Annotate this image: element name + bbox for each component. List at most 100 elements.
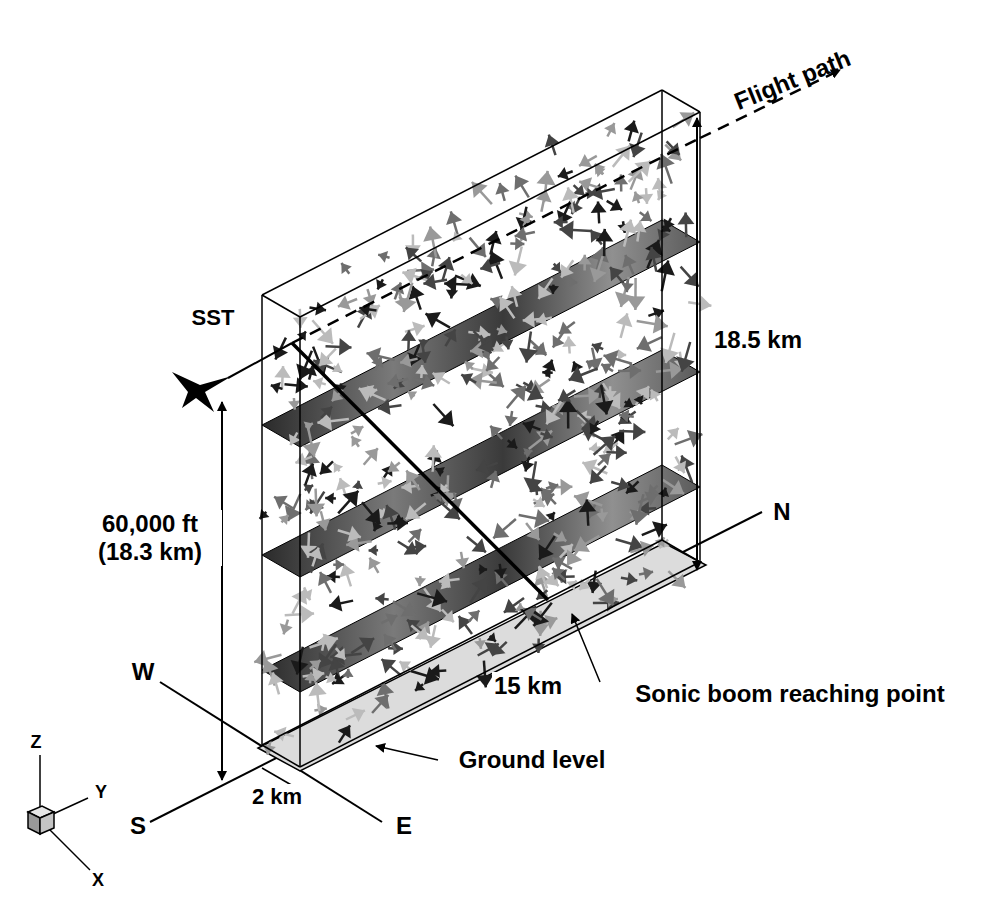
wind-arrow-head <box>339 338 352 355</box>
wind-arrow-shaft <box>382 659 402 675</box>
wind-arrow-head <box>461 273 472 284</box>
wind-arrow-head <box>408 391 417 400</box>
wind-arrow-head <box>343 491 359 507</box>
wind-arrow-shaft <box>594 436 616 455</box>
wind-arrow-head <box>479 564 487 575</box>
wind-arrow-shaft <box>526 523 539 540</box>
wind-arrow-head <box>321 407 333 419</box>
wind-arrow-head <box>300 589 312 600</box>
wind-slab <box>262 220 700 447</box>
wind-arrow-head <box>412 322 425 337</box>
wind-arrow-head <box>509 261 527 276</box>
wind-arrow-head <box>274 366 291 378</box>
wind-arrow-shaft <box>507 386 526 408</box>
wind-arrow-head <box>461 373 473 385</box>
wind-slab <box>262 350 700 577</box>
wind-arrow-head <box>523 311 535 328</box>
wind-arrow-head <box>616 445 627 460</box>
wind-arrow-shaft <box>351 638 374 653</box>
wind-arrow-head <box>652 178 667 190</box>
wind-arrow-head <box>658 488 669 497</box>
wind-arrow-head <box>527 384 543 401</box>
wind-arrow-head <box>488 372 503 387</box>
wind-arrow-head <box>416 351 431 363</box>
wind-arrow-head <box>541 488 555 502</box>
wind-arrow-head <box>415 365 428 374</box>
wind-arrow-head <box>622 255 636 268</box>
wind-arrow-head <box>398 297 416 312</box>
wind-arrow-head <box>400 353 412 367</box>
wind-arrow-head <box>446 211 462 225</box>
wind-arrow-head <box>510 386 525 402</box>
wind-arrow-head <box>629 143 646 157</box>
wind-arrow-shaft <box>490 426 502 439</box>
wind-arrow-head <box>569 366 585 384</box>
wind-arrow-shaft <box>411 626 428 640</box>
wind-arrow-head <box>553 335 565 348</box>
wind-arrow-head <box>320 462 332 474</box>
wind-arrow-shaft <box>515 176 528 198</box>
wind-arrow-shaft <box>470 578 487 603</box>
wind-arrow-head <box>596 167 606 177</box>
wind-arrow-head <box>634 395 644 404</box>
wind-arrow-head <box>304 422 313 432</box>
wind-arrow-head <box>444 329 457 342</box>
wind-arrow-head <box>352 481 363 489</box>
wind-arrow-head <box>558 167 569 180</box>
wind-arrow-head <box>506 438 517 448</box>
wind-arrow-head <box>309 660 320 671</box>
wind-arrow-head <box>579 500 597 513</box>
wind-arrow-head <box>406 471 420 485</box>
wind-arrow-head <box>385 613 397 626</box>
wind-arrow-shaft <box>541 488 556 504</box>
wind-arrow-head <box>596 229 614 242</box>
wind-arrow-head <box>660 347 679 363</box>
wind-arrow-shaft <box>598 454 610 466</box>
wind-arrow-head <box>378 251 388 263</box>
wind-arrow-head <box>621 283 634 292</box>
wind-arrow-head <box>301 605 315 624</box>
wind-arrow-head <box>415 681 425 691</box>
dimension-label: 15 km <box>492 672 564 700</box>
wind-arrow-head <box>579 154 592 167</box>
wind-arrow-head <box>304 672 316 681</box>
wind-arrow-head <box>673 461 686 474</box>
wind-arrow-head <box>590 247 609 263</box>
wind-arrow-head <box>468 611 479 623</box>
wind-arrow-shaft <box>546 402 561 425</box>
wind-arrow-head <box>595 400 613 415</box>
wind-arrow-head <box>650 390 661 401</box>
wind-arrow-head <box>514 176 529 191</box>
wind-arrow-head <box>559 322 572 334</box>
wind-arrow-head <box>501 340 514 350</box>
wind-arrow-head <box>535 343 546 355</box>
wind-arrow-head <box>619 220 637 235</box>
wind-arrow-head <box>459 616 472 630</box>
boom-ray <box>292 343 548 600</box>
wind-arrow-head <box>601 363 612 374</box>
wind-arrow-head <box>260 509 270 519</box>
wind-arrow-head <box>552 568 564 580</box>
wind-arrow-head <box>523 448 532 459</box>
wind-arrow-head <box>465 362 475 372</box>
wind-arrow-head <box>562 337 576 347</box>
wind-arrow-head <box>480 259 493 274</box>
wind-arrow-head <box>418 339 429 347</box>
axis-label: Y <box>93 782 109 803</box>
wind-arrow-head <box>493 523 509 539</box>
wind-arrow-head <box>374 695 388 709</box>
wind-arrow-head <box>495 183 509 195</box>
wind-arrow-shaft <box>364 448 378 465</box>
wind-arrow-head <box>554 216 563 229</box>
wind-arrow-head <box>326 672 336 683</box>
wind-arrow-head <box>455 557 469 568</box>
wind-arrow-shaft <box>321 407 332 418</box>
dimension-line <box>696 118 698 570</box>
wind-arrow-head <box>645 247 662 260</box>
wind-arrow-head <box>375 593 384 606</box>
wind-arrow-head <box>643 567 653 580</box>
wind-arrow-head <box>615 145 630 160</box>
wind-arrow-head <box>519 348 538 363</box>
wind-arrow-head <box>640 210 652 221</box>
wind-arrow-shaft <box>362 502 380 524</box>
